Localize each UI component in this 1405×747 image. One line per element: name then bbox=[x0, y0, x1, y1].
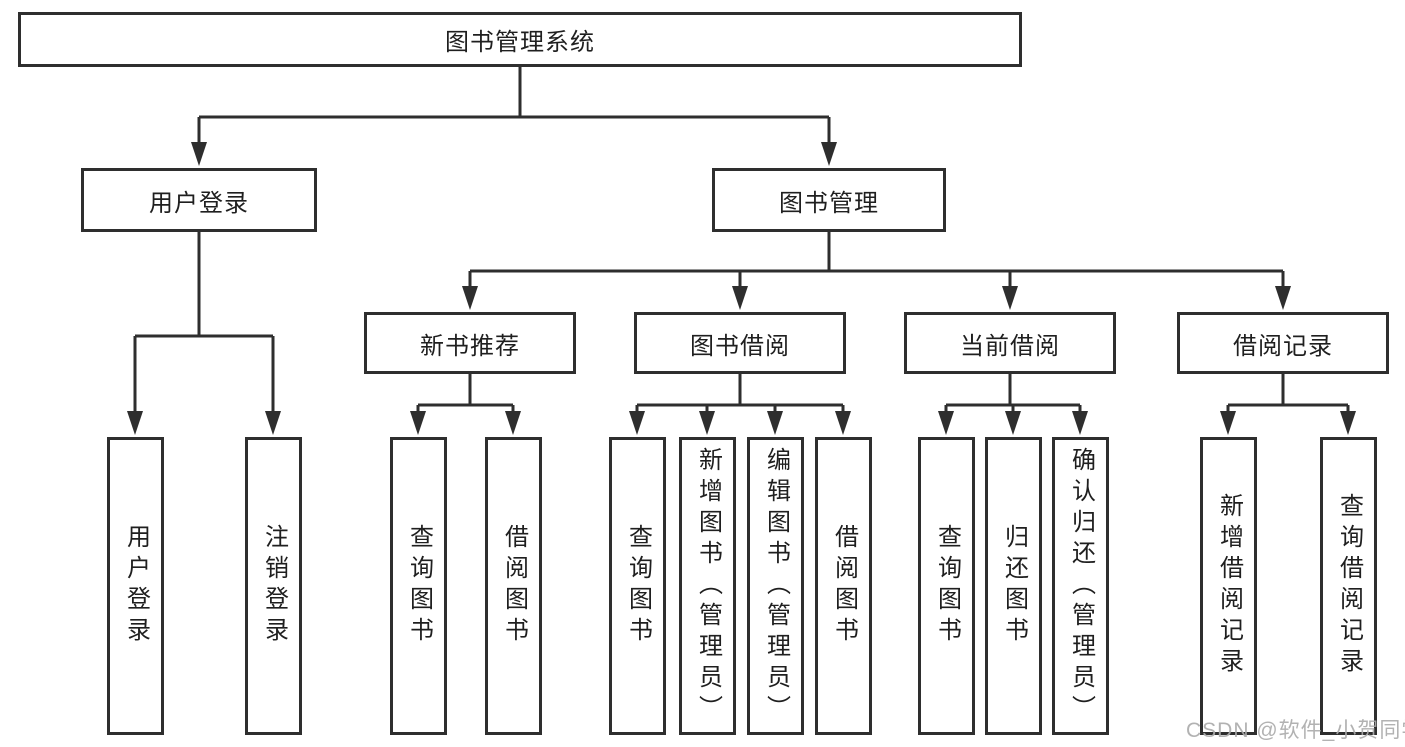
csdn-watermark: CSDN @软件_小贺同学 bbox=[1186, 719, 1405, 742]
leaf-add-books-admin: 新增图书（管理员） bbox=[679, 437, 736, 735]
node-label: 用户登录 bbox=[149, 189, 249, 217]
arrowhead bbox=[732, 286, 748, 310]
node-label: 确认归还（管理员） bbox=[1067, 446, 1095, 726]
arrowhead bbox=[265, 411, 281, 435]
leaf-borrow-books-bb: 借阅图书 bbox=[815, 437, 872, 735]
leaf-query-books-bb: 查询图书 bbox=[609, 437, 666, 735]
leaf-query-books-cb: 查询图书 bbox=[918, 437, 975, 735]
connector-currentborrow-to-leaves bbox=[938, 374, 1088, 435]
node-label: 编辑图书（管理员） bbox=[762, 446, 790, 726]
node-label: 当前借阅 bbox=[960, 332, 1060, 360]
connector-bookmgmt-to-level3 bbox=[462, 232, 1291, 310]
arrowhead bbox=[1005, 411, 1021, 435]
arrowhead bbox=[835, 411, 851, 435]
node-label: 注销登录 bbox=[260, 524, 288, 648]
node-label: 新增借阅记录 bbox=[1215, 493, 1243, 679]
leaf-query-books-nbr: 查询图书 bbox=[390, 437, 447, 735]
connector-borrowrecord-to-leaves bbox=[1220, 374, 1356, 435]
node-book-management: 图书管理 bbox=[712, 168, 946, 232]
node-label: 新书推荐 bbox=[420, 332, 520, 360]
arrowhead bbox=[629, 411, 645, 435]
arrowhead bbox=[191, 142, 207, 166]
arrowhead bbox=[699, 411, 715, 435]
node-new-book-recommendation: 新书推荐 bbox=[364, 312, 576, 374]
node-label: 借阅图书 bbox=[830, 524, 858, 648]
leaf-add-borrow-record: 新增借阅记录 bbox=[1200, 437, 1257, 735]
arrowhead bbox=[127, 411, 143, 435]
node-library-management-system: 图书管理系统 bbox=[18, 12, 1022, 67]
arrowhead bbox=[938, 411, 954, 435]
node-label: 归还图书 bbox=[1000, 524, 1028, 648]
leaf-confirm-return-admin: 确认归还（管理员） bbox=[1052, 437, 1109, 735]
connector-userlogin-to-leaves bbox=[127, 232, 281, 435]
leaf-user-login: 用户登录 bbox=[107, 437, 164, 735]
arrowhead bbox=[462, 286, 478, 310]
leaf-return-books: 归还图书 bbox=[985, 437, 1042, 735]
connector-newbookrec-to-leaves bbox=[410, 374, 521, 435]
node-label: 新增图书（管理员） bbox=[694, 446, 722, 726]
node-label: 查询图书 bbox=[624, 524, 652, 648]
node-label: 查询图书 bbox=[933, 524, 961, 648]
leaf-borrow-books-nbr: 借阅图书 bbox=[485, 437, 542, 735]
node-current-borrowing: 当前借阅 bbox=[904, 312, 1116, 374]
node-label: 图书管理 bbox=[779, 189, 879, 217]
arrowhead bbox=[505, 411, 521, 435]
arrowhead bbox=[1072, 411, 1088, 435]
arrowhead bbox=[1002, 286, 1018, 310]
node-borrowing-records: 借阅记录 bbox=[1177, 312, 1389, 374]
leaf-logout: 注销登录 bbox=[245, 437, 302, 735]
node-user-login: 用户登录 bbox=[81, 168, 317, 232]
node-label: 图书管理系统 bbox=[445, 29, 595, 56]
connector-bookborrow-to-leaves bbox=[629, 374, 851, 435]
node-label: 借阅记录 bbox=[1233, 332, 1333, 360]
node-book-borrowing: 图书借阅 bbox=[634, 312, 846, 374]
leaf-query-borrow-record: 查询借阅记录 bbox=[1320, 437, 1377, 735]
node-label: 图书借阅 bbox=[690, 332, 790, 360]
arrowhead bbox=[1340, 411, 1356, 435]
node-label: 用户登录 bbox=[122, 524, 150, 648]
arrowhead bbox=[1220, 411, 1236, 435]
arrowhead bbox=[1275, 286, 1291, 310]
arrowhead bbox=[821, 142, 837, 166]
arrowhead bbox=[410, 411, 426, 435]
node-label: 查询图书 bbox=[405, 524, 433, 648]
node-label: 借阅图书 bbox=[500, 524, 528, 648]
leaf-edit-books-admin: 编辑图书（管理员） bbox=[747, 437, 804, 735]
node-label: 查询借阅记录 bbox=[1335, 493, 1363, 679]
arrowhead bbox=[767, 411, 783, 435]
connector-root-to-level2 bbox=[191, 67, 837, 166]
